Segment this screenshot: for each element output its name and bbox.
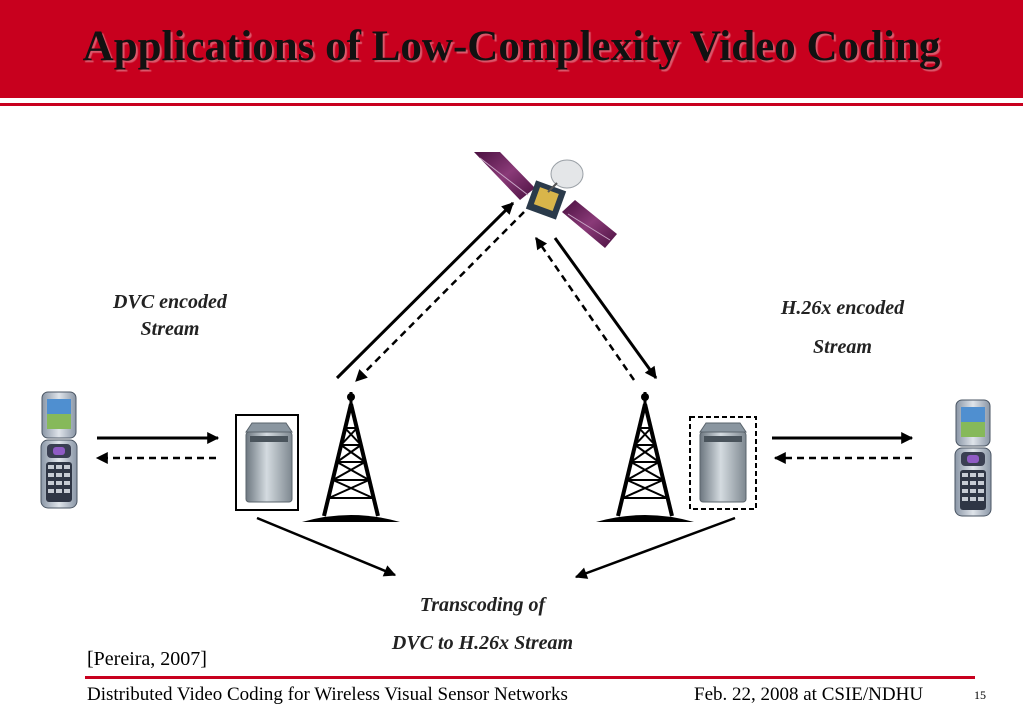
title-bar [0,0,1023,98]
footer-divider [85,676,975,679]
downlink-dashed-arrow [355,211,525,382]
transcoding-label: Transcoding of DVC to H.26x Stream [370,586,595,662]
transcoding-label-line1: Transcoding of [419,594,546,616]
h26x-stream-label-line2: Stream [813,336,872,358]
satellite-to-tower-arrow [553,237,658,379]
server-to-transcoder-arrow [256,516,397,577]
page-number: 15 [974,688,986,702]
h26x-stream-label-line1: H.26x encoded [780,297,905,319]
server-to-transcoder-right-arrow [574,516,736,579]
transcoding-label-line2: DVC to H.26x Stream [391,632,574,654]
dvc-stream-label-line2: Stream [140,318,200,340]
h26x-stream-label: H.26x encoded Stream [760,289,925,367]
footer-date-venue: Feb. 22, 2008 at CSIE/NDHU [694,684,924,705]
radio-tower-icon [302,392,400,522]
mobile-phone-icon [40,391,78,509]
slide-title: Applications of Low-Complexity Video Cod… [82,23,941,70]
radio-tower-icon [596,392,694,522]
footer-course-title: Distributed Video Coding for Wireless Vi… [87,684,568,705]
dvc-stream-label-line1: DVC encoded [113,291,227,313]
tower-to-satellite-dashed-arrow [534,237,636,381]
mobile-phone-icon [954,399,992,517]
server-icon [235,414,299,511]
uplink-arrow [335,201,515,380]
satellite-icon [474,152,617,248]
citation: [Pereira, 2007] [87,648,207,670]
header-divider [0,103,1023,106]
server-icon [689,416,757,510]
dvc-stream-label: DVC encoded Stream [95,289,245,343]
